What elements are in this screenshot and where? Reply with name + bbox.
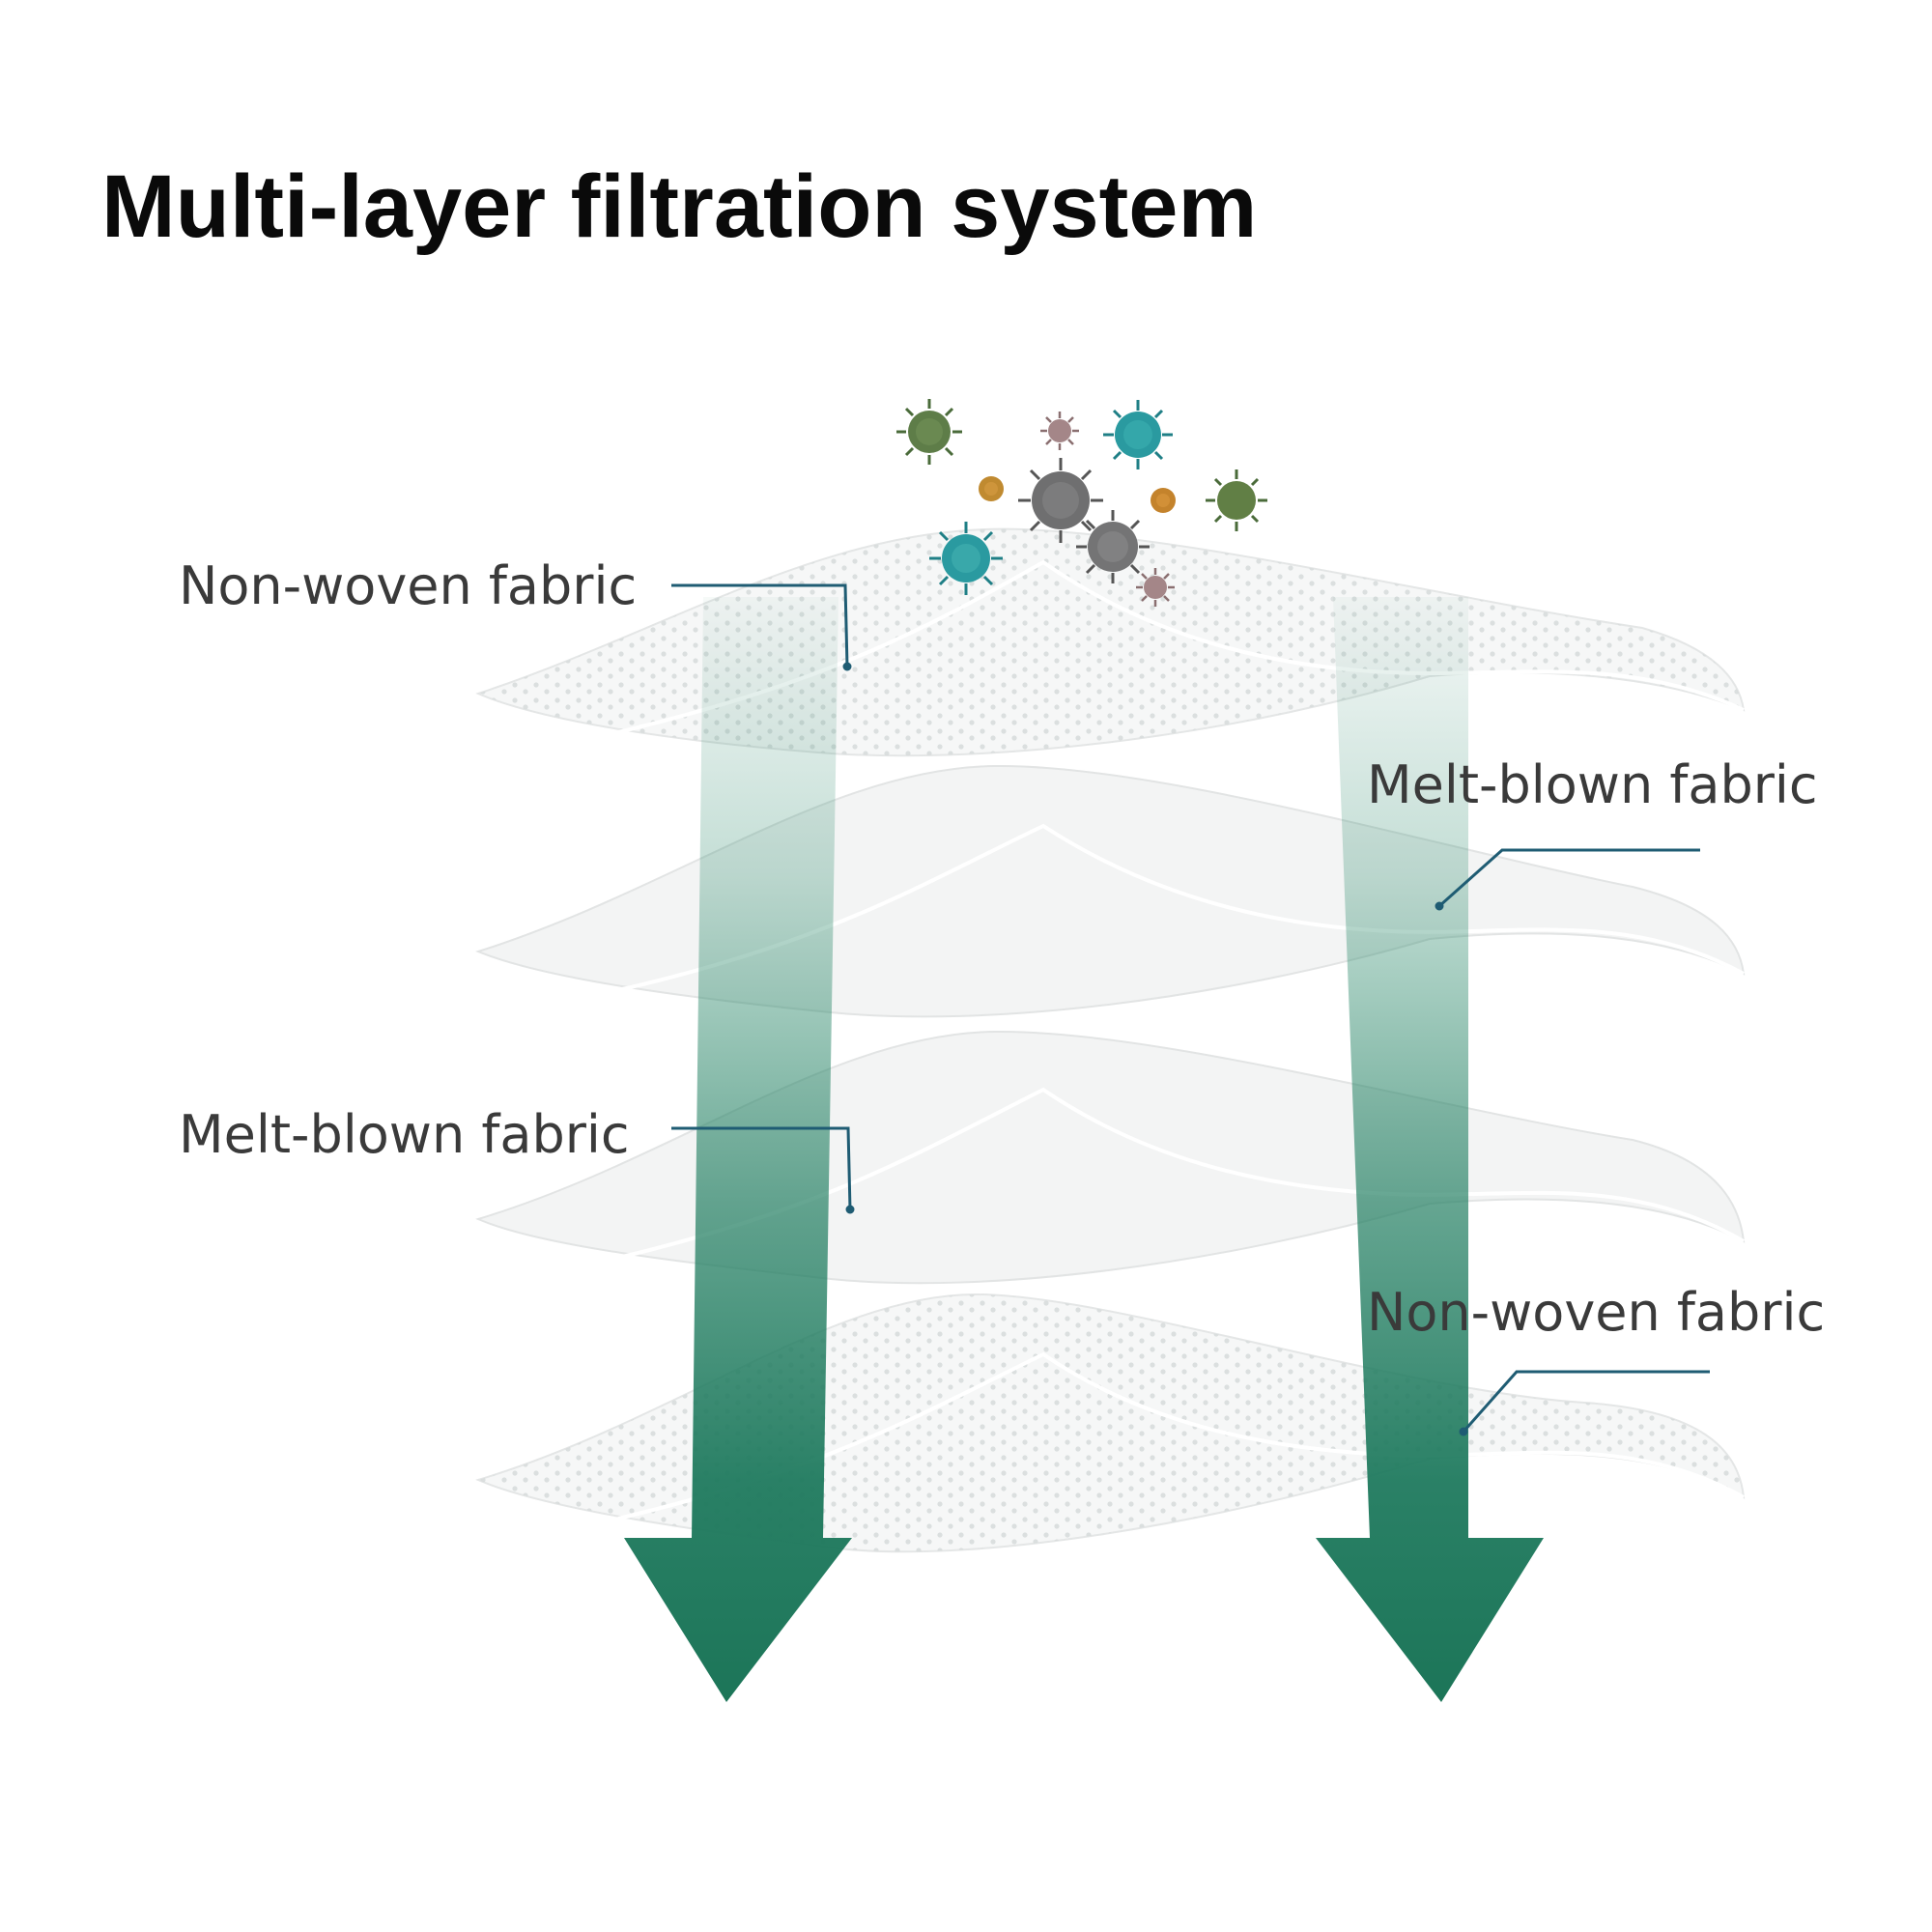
layer-melt-blown-lower bbox=[475, 1030, 1746, 1285]
virus-icon bbox=[929, 522, 1003, 595]
virus-icon bbox=[1103, 400, 1173, 469]
leader-line-3 bbox=[671, 1126, 852, 1210]
virus-icon bbox=[896, 399, 962, 465]
label-melt-blown-lower: Melt-blown fabric bbox=[179, 1104, 630, 1165]
virus-icon bbox=[1018, 458, 1103, 543]
virus-icon bbox=[1206, 469, 1267, 531]
virus-icon bbox=[979, 476, 1004, 501]
label-melt-blown-upper: Melt-blown fabric bbox=[1367, 754, 1818, 815]
down-arrow-icon bbox=[1316, 597, 1544, 1702]
leader-line-2 bbox=[1438, 848, 1700, 908]
label-non-woven-top: Non-woven fabric bbox=[179, 555, 638, 616]
leader-line-1 bbox=[671, 583, 849, 668]
label-non-woven-bottom: Non-woven fabric bbox=[1367, 1282, 1826, 1343]
virus-icon bbox=[1040, 412, 1079, 450]
leader-line-4 bbox=[1462, 1370, 1710, 1433]
virus-icon bbox=[1151, 488, 1176, 513]
leader-lines bbox=[671, 583, 1710, 1436]
virus-icon bbox=[1136, 568, 1175, 607]
down-arrow-icon bbox=[624, 597, 852, 1702]
virus-icon bbox=[1076, 510, 1150, 583]
particles bbox=[896, 399, 1267, 607]
page-title: Multi-layer filtration system bbox=[101, 157, 1258, 256]
